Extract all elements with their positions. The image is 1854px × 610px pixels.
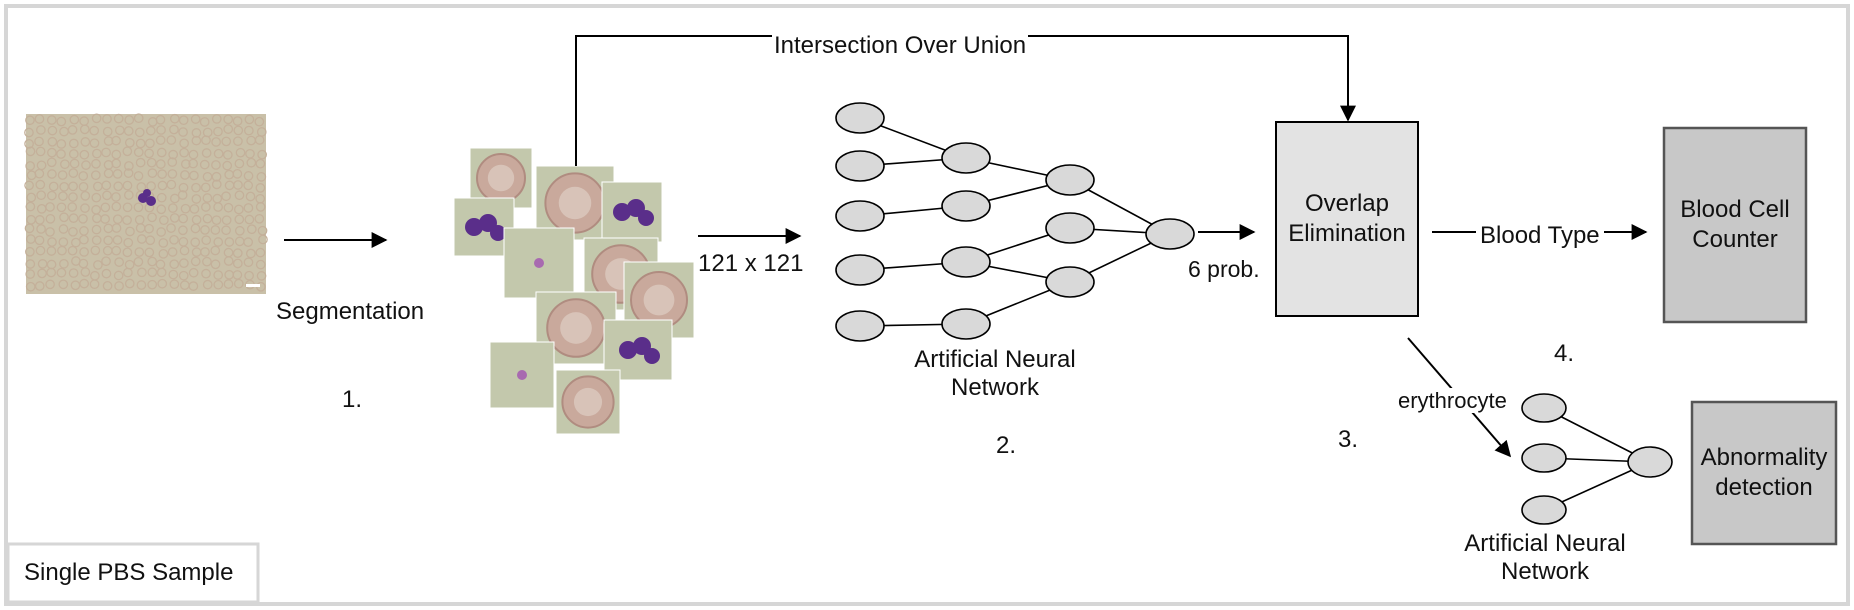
segmentation-label: Segmentation [276, 298, 425, 325]
blood-smear-image [24, 113, 268, 294]
six-prob-label: 6 prob. [1188, 256, 1260, 283]
step-1-label: 1. [342, 386, 363, 413]
overlap-line-2: Elimination [1288, 220, 1406, 247]
overlap-elimination-box [1275, 121, 1419, 317]
abnormality-line-1: Abnormality [1700, 444, 1828, 471]
abnormality-detection-box [1690, 400, 1838, 546]
small-neural-network [1521, 393, 1673, 525]
step-4-label: 4. [1554, 340, 1575, 367]
outer-frame [4, 4, 1850, 606]
blood-cell-counter-box [1662, 126, 1808, 324]
main-neural-network [835, 102, 1195, 342]
segmented-cell-tiles [453, 147, 695, 435]
step-2-label: 2. [996, 432, 1017, 459]
abnormality-detection-text: Abnormality detection [1692, 402, 1836, 544]
iou-label: Intersection Over Union [772, 32, 1029, 60]
blood-type-label: Blood Type [1478, 222, 1602, 250]
small-network-label-line-1: Artificial Neural [1464, 530, 1626, 557]
step-3-label: 3. [1338, 426, 1359, 453]
abnormality-line-2: detection [1715, 474, 1813, 501]
sample-label-box [6, 542, 260, 604]
counter-line-1: Blood Cell [1680, 196, 1790, 223]
overlap-elimination-text: Overlap Elimination [1276, 122, 1418, 316]
size-label: 121 x 121 [698, 250, 804, 277]
overlap-line-1: Overlap [1304, 190, 1390, 217]
sample-label: Single PBS Sample [24, 559, 234, 586]
small-network-label-line-2: Network [1500, 557, 1590, 585]
blood-cell-counter-text: Blood Cell Counter [1664, 128, 1806, 322]
main-network-label-line-1: Artificial Neural [914, 346, 1076, 373]
counter-line-2: Counter [1692, 226, 1778, 253]
erythrocyte-label: erythrocyte [1398, 388, 1507, 414]
main-network-label: Artificial Neural Network [890, 346, 1100, 401]
small-network-label: Artificial Neural Network [1440, 530, 1650, 585]
main-network-label-line-2: Network [950, 373, 1040, 401]
